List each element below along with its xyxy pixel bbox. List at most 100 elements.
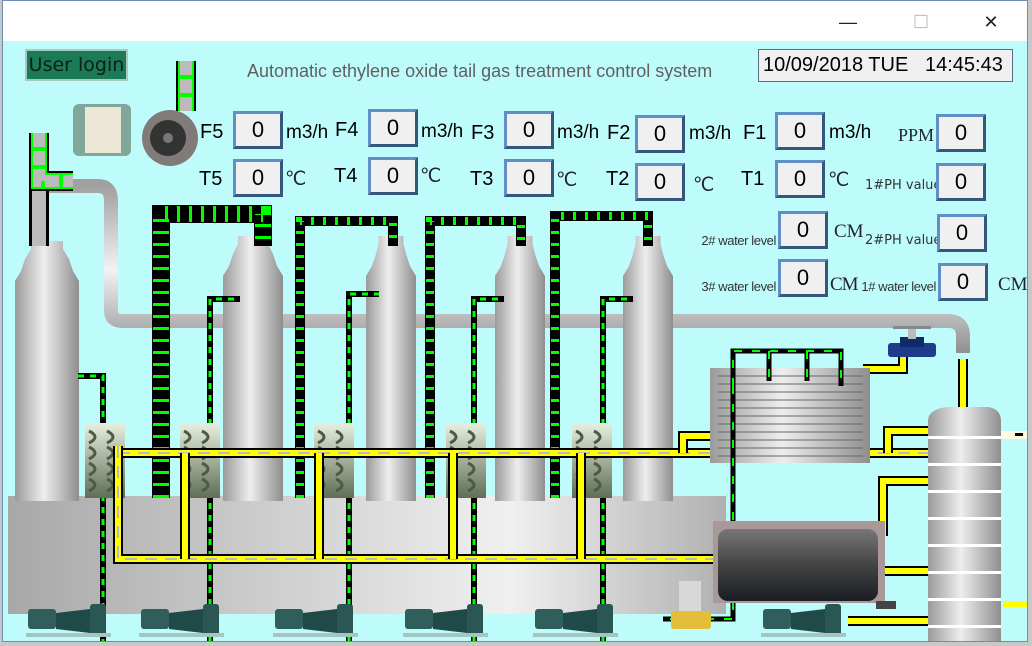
t1-label: T1 bbox=[741, 168, 765, 190]
pump-shaft bbox=[433, 609, 467, 633]
f4-label: F4 bbox=[335, 119, 359, 141]
return-pipe bbox=[346, 291, 379, 641]
t2-label: T2 bbox=[606, 168, 630, 190]
absorption-tower bbox=[223, 236, 283, 501]
user-login-button[interactable]: User login bbox=[25, 49, 128, 81]
pump-motor bbox=[28, 609, 56, 629]
f5-label: F5 bbox=[200, 121, 224, 143]
circulation-pipe bbox=[550, 211, 653, 498]
pump-shaft bbox=[791, 609, 825, 633]
pump-shaft bbox=[563, 609, 597, 633]
f1-label: F1 bbox=[743, 122, 767, 144]
ppm-label: PPM bbox=[898, 125, 935, 145]
absorption-towers bbox=[15, 236, 673, 501]
absorption-tower bbox=[623, 236, 673, 501]
minimize-button[interactable]: — bbox=[839, 12, 857, 32]
f2-value: 0 bbox=[635, 115, 685, 153]
pump-head bbox=[597, 604, 613, 636]
liquid-pipes bbox=[113, 353, 1027, 626]
t2-value: 0 bbox=[635, 163, 685, 201]
pump-base bbox=[139, 633, 224, 637]
ph1-value: 0 bbox=[936, 163, 986, 201]
tower-band bbox=[928, 625, 1001, 628]
circulation-pipe bbox=[152, 205, 272, 498]
t5-label: T5 bbox=[199, 168, 223, 190]
scada-panel: User login Automatic ethylene oxide tail… bbox=[3, 41, 1028, 641]
f5-unit: m3/h bbox=[286, 122, 329, 143]
t1-value: 0 bbox=[775, 160, 825, 198]
page-title: Automatic ethylene oxide tail gas treatm… bbox=[247, 61, 713, 81]
heat-exchanger-coil bbox=[88, 429, 115, 445]
pump-base bbox=[761, 633, 846, 637]
ph2-value: 0 bbox=[937, 214, 987, 252]
absorption-tower bbox=[495, 236, 545, 501]
tower-band bbox=[928, 490, 1001, 493]
pump-head bbox=[467, 604, 483, 636]
wl3-label: 3# water level bbox=[701, 279, 776, 294]
pump-motor bbox=[763, 609, 791, 629]
absorption-tower bbox=[15, 241, 79, 501]
tower-band bbox=[928, 463, 1001, 466]
circulation-pipes bbox=[78, 205, 653, 641]
ppm-value: 0 bbox=[936, 114, 986, 152]
close-button[interactable]: ✕ bbox=[983, 12, 999, 32]
pump-motor bbox=[141, 609, 169, 629]
pump-motor bbox=[405, 609, 433, 629]
pump-base bbox=[273, 633, 358, 637]
heat-exchanger-coil bbox=[317, 429, 344, 445]
absorption-tower bbox=[366, 236, 416, 501]
process-diagram bbox=[8, 61, 1027, 641]
circulation-pipe bbox=[295, 216, 398, 498]
f2-unit: m3/h bbox=[689, 123, 732, 144]
t5-value: 0 bbox=[233, 159, 283, 197]
t2-unit: ℃ bbox=[693, 175, 715, 196]
return-pipe-flow bbox=[601, 297, 633, 641]
wl2-unit: CM bbox=[834, 221, 864, 242]
t1-unit: ℃ bbox=[828, 170, 850, 191]
f1-value: 0 bbox=[775, 112, 825, 150]
gas-pipe bbox=[41, 179, 970, 353]
heat-exchanger-coil bbox=[183, 429, 210, 445]
pump-head bbox=[90, 604, 106, 636]
pump-base bbox=[403, 633, 488, 637]
wl3-value: 0 bbox=[778, 259, 828, 297]
tower-band bbox=[928, 598, 1001, 601]
pump-head bbox=[203, 604, 219, 636]
heat-exchanger-coil bbox=[449, 429, 476, 445]
wl1-unit: CM bbox=[998, 274, 1028, 295]
t4-value: 0 bbox=[368, 157, 418, 195]
datetime-display: 10/09/2018 TUE 14:45:43 bbox=[758, 49, 1013, 82]
t3-unit: ℃ bbox=[556, 170, 578, 191]
tower-band bbox=[928, 544, 1001, 547]
circulation-pipe bbox=[425, 216, 526, 498]
tower-band bbox=[928, 517, 1001, 520]
solenoid-valve bbox=[671, 581, 711, 629]
title-bar: — ☐ ✕ bbox=[3, 1, 1027, 41]
pump-head bbox=[337, 604, 353, 636]
pump-motor bbox=[275, 609, 303, 629]
scrubber-tower bbox=[928, 407, 1027, 641]
f3-label: F3 bbox=[471, 122, 495, 144]
wl3-unit: CM bbox=[830, 274, 859, 295]
f5-value: 0 bbox=[233, 111, 283, 149]
pumps bbox=[26, 604, 846, 637]
tower-band bbox=[928, 571, 1001, 574]
wl1-label: 1# water level bbox=[861, 279, 936, 294]
pump-base bbox=[26, 633, 111, 637]
pump-shaft bbox=[303, 609, 337, 633]
maximize-button[interactable]: ☐ bbox=[912, 12, 930, 32]
return-pipe-flow bbox=[472, 297, 504, 641]
pump-base bbox=[533, 633, 618, 637]
t5-unit: ℃ bbox=[285, 169, 307, 190]
wl2-label: 2# water level bbox=[701, 233, 776, 248]
f2-label: F2 bbox=[607, 122, 631, 144]
pump-shaft bbox=[169, 609, 203, 633]
blower bbox=[29, 61, 198, 246]
gate-valve bbox=[888, 326, 936, 357]
pump-head bbox=[825, 604, 841, 636]
ph2-label: 2#PH value bbox=[865, 233, 942, 248]
wl2-value: 0 bbox=[778, 211, 828, 249]
heat-exchanger-coil bbox=[575, 429, 602, 445]
wl1-value: 0 bbox=[938, 263, 988, 301]
